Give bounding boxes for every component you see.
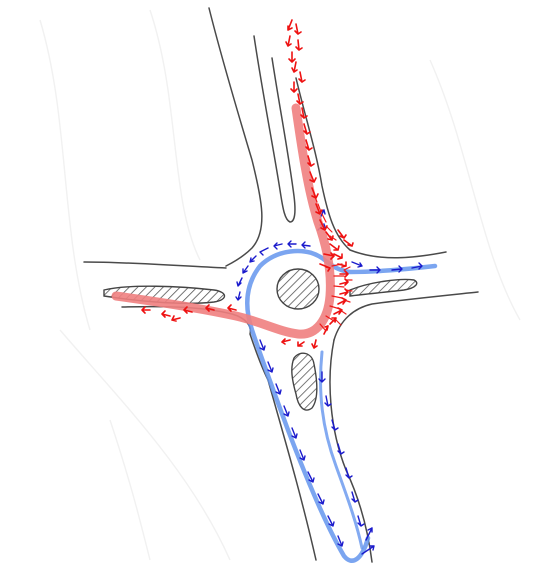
red-route (111, 19, 354, 349)
east-arm-bottom-edge (333, 291, 479, 341)
south-arm-left-edge (267, 379, 317, 561)
red-route-trajectory-band (111, 103, 335, 339)
red-vector-cluster (313, 193, 353, 332)
south-splitter-island (291, 352, 318, 411)
red-vector-arrows (141, 19, 354, 349)
central-island (276, 268, 320, 310)
north-splitter-island (253, 35, 296, 223)
north-arm-right-edge (295, 77, 447, 259)
traffic-islands (103, 268, 418, 411)
north-arm-left-edge (208, 7, 263, 267)
east-splitter-island (349, 278, 418, 297)
west-arm-top-edge (83, 261, 227, 269)
south-arm-right-edge (329, 339, 373, 563)
blue-route-inner-band (319, 350, 364, 550)
background-sketch-traces (39, 9, 521, 561)
blue-route-trajectory-band (245, 248, 438, 563)
blue-route (235, 209, 438, 563)
